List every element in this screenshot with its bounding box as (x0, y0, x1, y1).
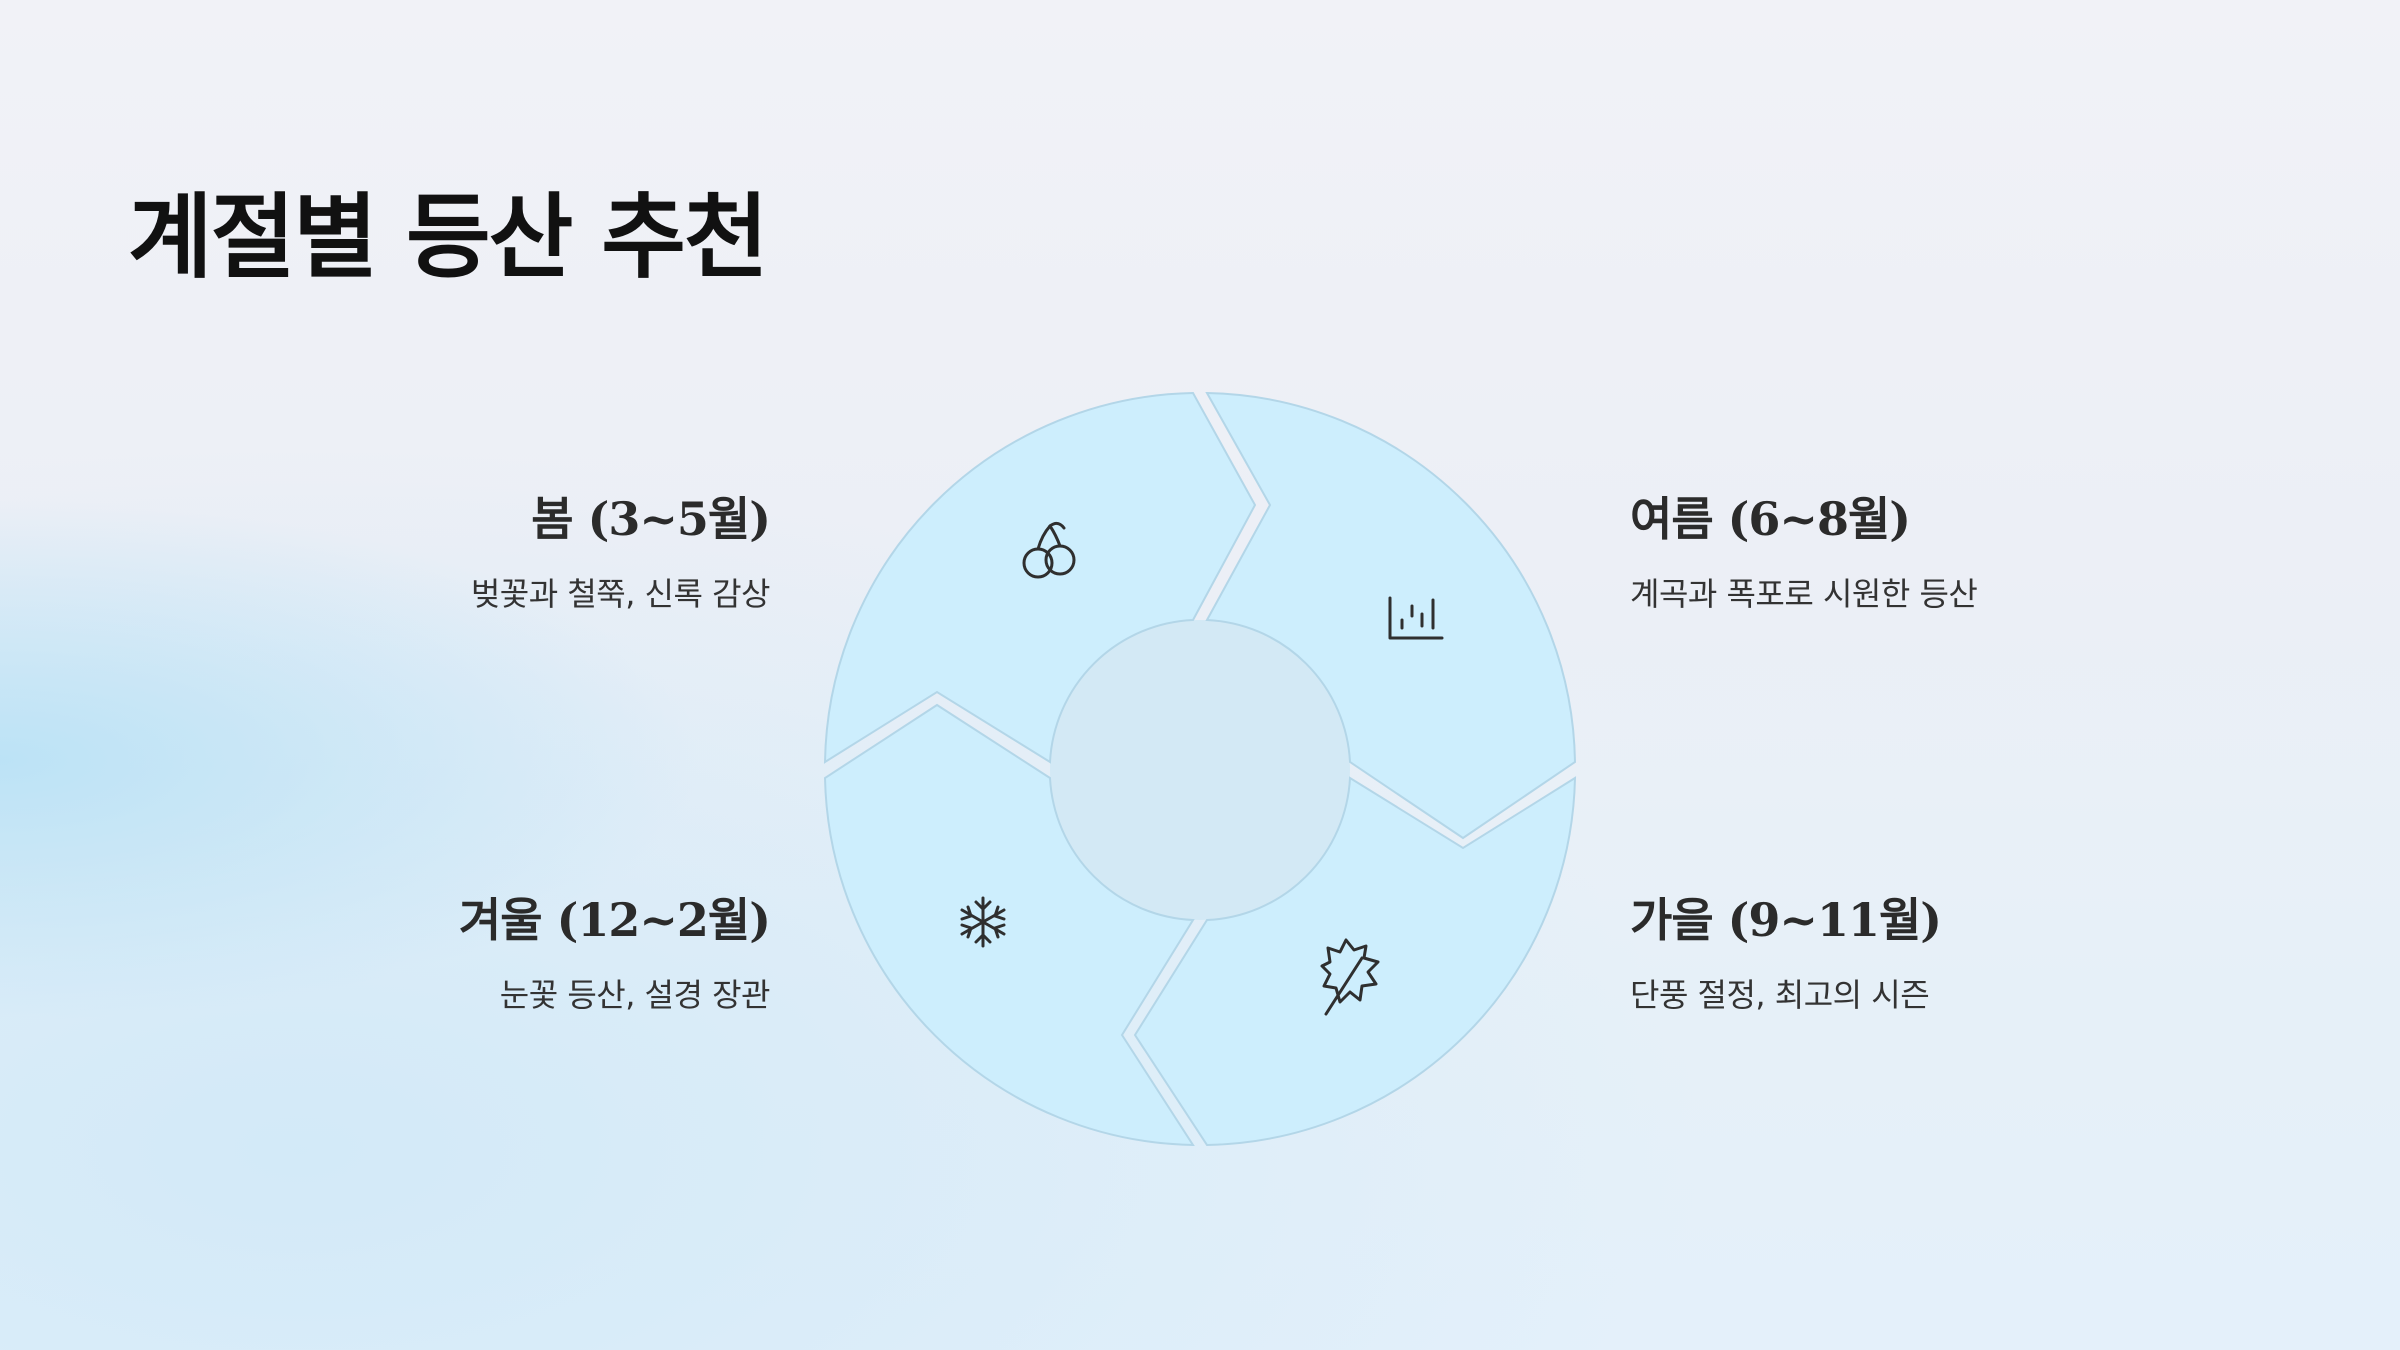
season-spring-desc: 벚꽃과 철쭉, 신록 감상 (470, 575, 771, 614)
cherry-icon (1022, 521, 1076, 579)
season-winter-desc: 눈꽃 등산, 설경 장관 (499, 976, 771, 1015)
season-autumn: 가을 (9~11월) 단풍 절정, 최고의 시즌 (1630, 893, 2350, 1015)
page-title: 계절별 등산 추천 (128, 184, 769, 291)
season-spring-name: 봄 (3~5월) (531, 492, 771, 546)
cycle-hub (1050, 620, 1350, 920)
season-autumn-name: 가을 (9~11월) (1630, 893, 1942, 947)
snowflake-icon (960, 896, 1006, 948)
cycle-segment-winter (823, 703, 1195, 1147)
season-summer-desc: 계곡과 폭포로 시원한 등산 (1630, 575, 1978, 614)
season-winter-name: 겨울 (12~2월) (458, 893, 771, 947)
cycle-segment-autumn (1133, 776, 1577, 1147)
season-autumn-desc: 단풍 절정, 최고의 시즌 (1630, 976, 1930, 1015)
season-summer-name: 여름 (6~8월) (1630, 492, 1911, 546)
season-summer: 여름 (6~8월) 계곡과 폭포로 시원한 등산 (1630, 492, 2350, 614)
maple-leaf-icon (1320, 938, 1380, 1016)
season-spring: 봄 (3~5월) 벚꽃과 철쭉, 신록 감상 (50, 492, 771, 614)
season-winter: 겨울 (12~2월) 눈꽃 등산, 설경 장관 (50, 893, 771, 1015)
waterfall-icon (1388, 596, 1444, 640)
